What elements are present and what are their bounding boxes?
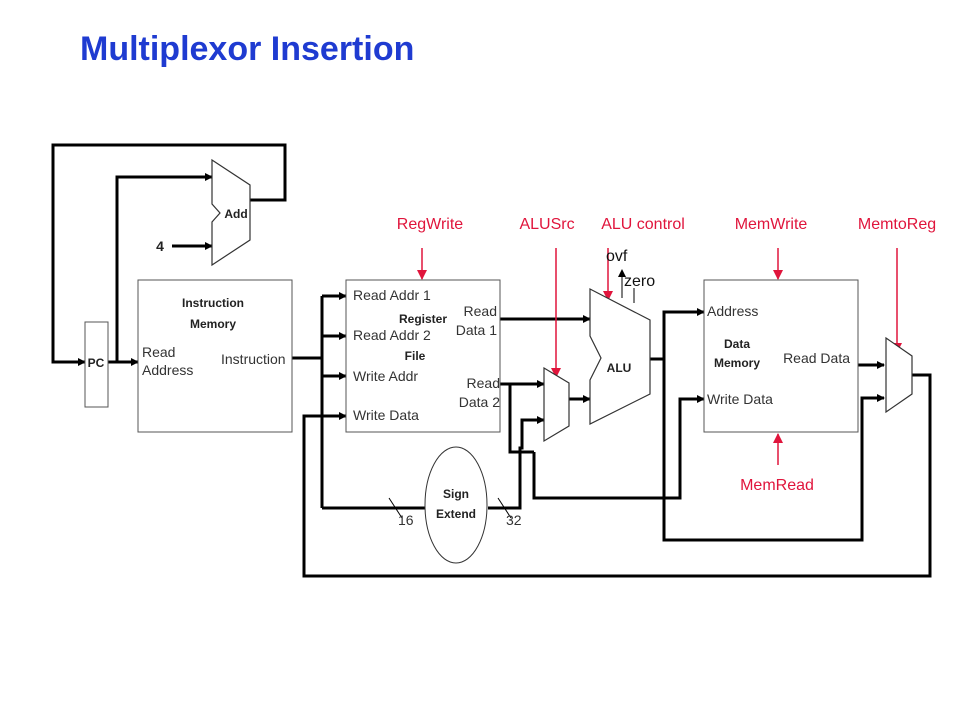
imem-read-line1: Read: [142, 344, 175, 360]
data-wires: [51, 143, 932, 578]
wire-alu-to-address: [650, 308, 705, 361]
pc-block: PC: [84, 321, 109, 408]
adder-block: Add: [211, 158, 251, 267]
memread-label: MemRead: [740, 477, 814, 494]
wire-add-to-pc: [51, 143, 287, 366]
width-16-label: 16: [398, 512, 414, 528]
rf-read-data-2-line1: Read: [467, 375, 500, 391]
dm-read-data: Read Data: [783, 350, 850, 366]
alu-block: ALU: [589, 288, 651, 425]
tick-16: [388, 497, 403, 519]
alu-zero-label: zero: [624, 273, 655, 290]
add-label: Add: [224, 207, 247, 221]
page-title: Multiplexor Insertion: [80, 30, 415, 68]
wire-writeback: [302, 373, 932, 578]
dm-title-line2: Memory: [714, 356, 760, 370]
alusrc-mux: [543, 366, 570, 443]
alusrc-label: ALUSrc: [519, 216, 574, 233]
pc-label: PC: [88, 356, 105, 370]
imem-title-line1: Instruction: [182, 296, 244, 310]
data-memory: Address Data Memory Read Data Write Data: [703, 279, 859, 433]
wire-sign-extend-out: [488, 416, 545, 510]
rf-read-data-1-line2: Data 1: [456, 322, 497, 338]
alu-control-label: ALU control: [601, 216, 685, 233]
alu-label: ALU: [607, 361, 632, 375]
rf-read-data-2-line2: Data 2: [459, 394, 500, 410]
width-32-label: 32: [506, 512, 522, 528]
rf-read-addr-2: Read Addr 2: [353, 327, 431, 343]
tick-32: [497, 497, 512, 519]
dm-address: Address: [707, 303, 758, 319]
sign-extend-line2: Extend: [436, 507, 476, 521]
sign-extend-block: Sign Extend: [424, 446, 488, 564]
dm-write-data: Write Data: [707, 391, 773, 407]
memwrite-label: MemWrite: [735, 216, 808, 233]
rf-write-addr: Write Addr: [353, 368, 418, 384]
memtoreg-label: MemtoReg: [858, 216, 936, 233]
rf-title-line2: File: [405, 349, 426, 363]
rf-read-data-1-line1: Read: [464, 303, 497, 319]
wire-read-data-2-to-data-memory: [532, 395, 705, 500]
imem-read-line2: Address: [142, 362, 193, 378]
sign-extend-line1: Sign: [443, 487, 469, 501]
control-signals: [417, 248, 902, 465]
dm-title-line1: Data: [724, 337, 750, 351]
imem-instruction: Instruction: [221, 351, 286, 367]
rf-write-data: Write Data: [353, 407, 419, 423]
wire-read-data-2: [500, 382, 534, 454]
constant-four: 4: [156, 238, 164, 254]
register-file: Read Addr 1 Read Addr 2 Write Addr Write…: [345, 279, 501, 433]
rf-read-addr-1: Read Addr 1: [353, 287, 431, 303]
alu-ovf-label: ovf: [606, 248, 628, 265]
rf-title-line1: Register: [399, 312, 447, 326]
imem-title-line2: Memory: [190, 317, 236, 331]
wire-alu-bypass: [662, 359, 885, 542]
instruction-memory: Instruction Memory Read Address Instruct…: [137, 279, 293, 433]
regwrite-label: RegWrite: [397, 216, 463, 233]
memtoreg-mux: [885, 336, 913, 414]
